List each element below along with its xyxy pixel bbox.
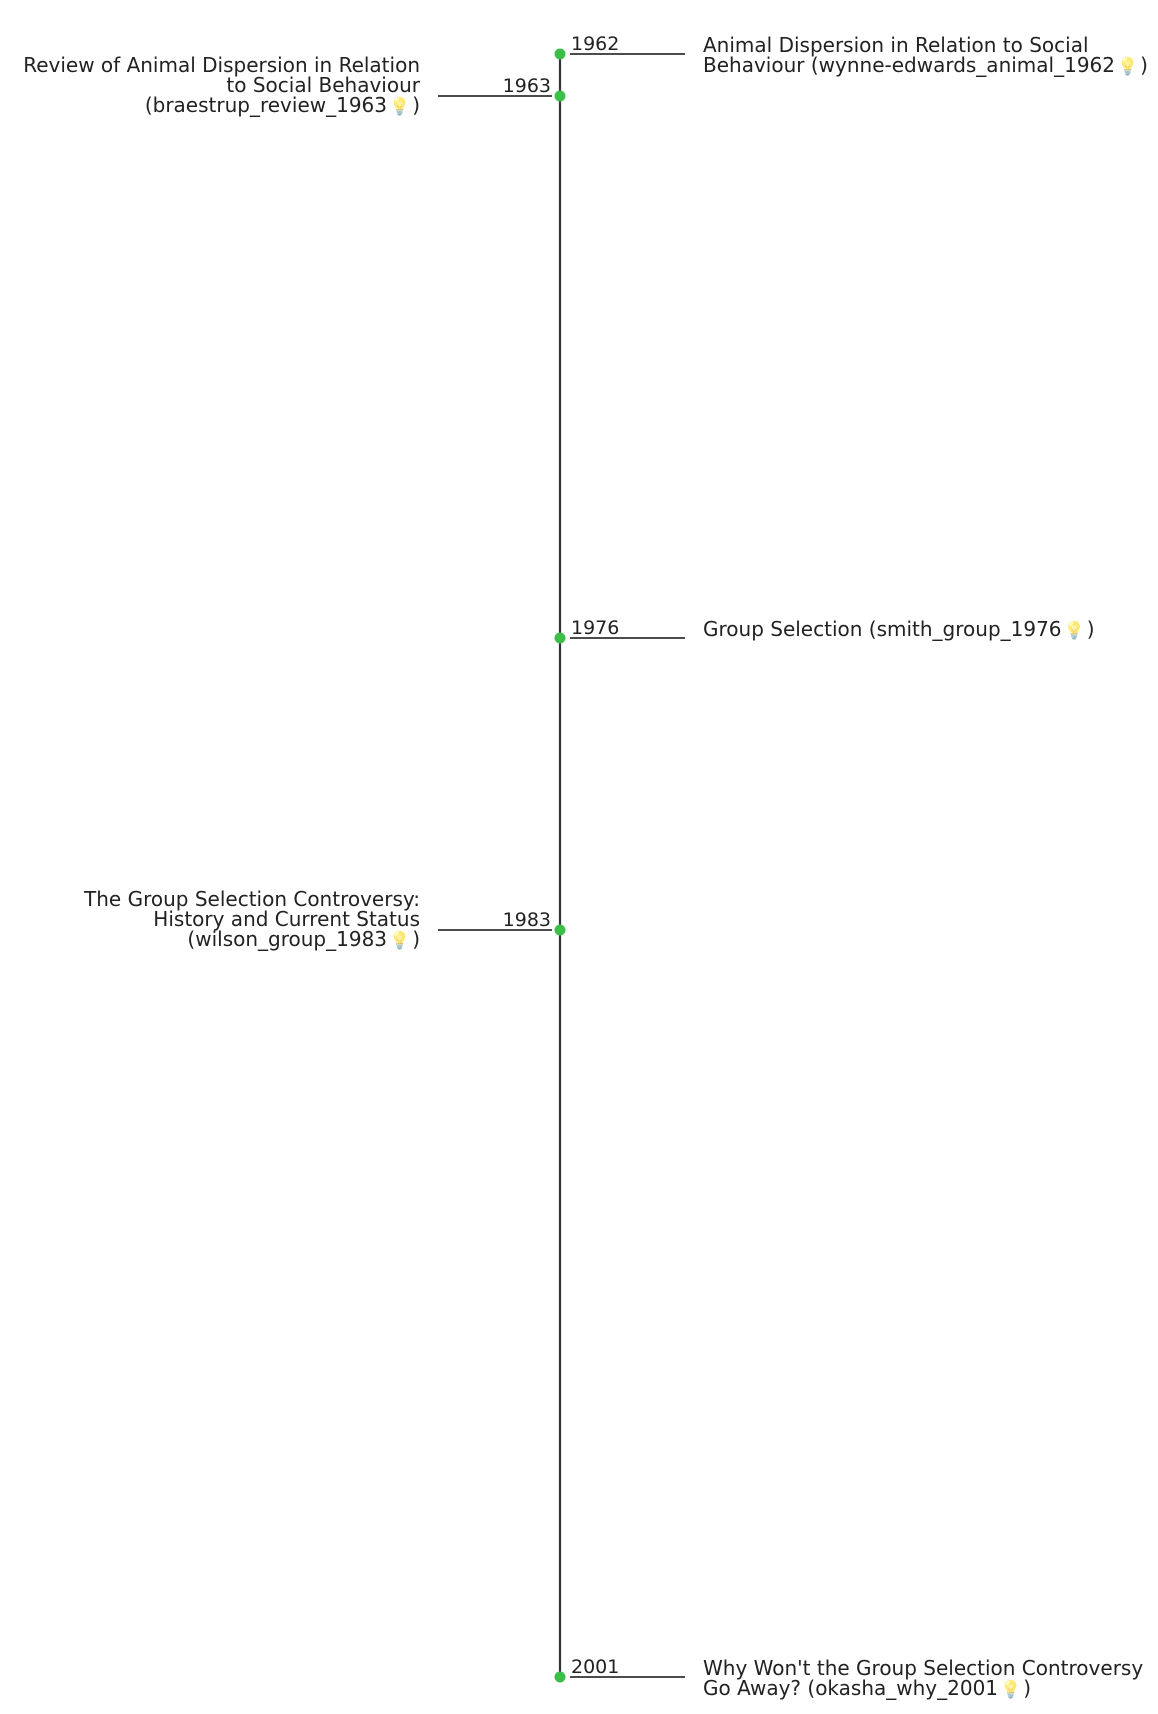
lightbulb-icon xyxy=(1000,1680,1021,1700)
event-title-line: Behaviour (wynne-edwards_animal_1962) xyxy=(703,55,1148,77)
event-title-closing: ) xyxy=(412,93,420,117)
event-year-1963: 1963 xyxy=(503,75,551,97)
event-dot-1976 xyxy=(554,632,566,644)
event-title-text: Group Selection (smith_group_1976 xyxy=(703,617,1062,641)
event-year-1962: 1962 xyxy=(571,33,619,55)
event-dot-1962 xyxy=(554,48,566,60)
event-title-closing: ) xyxy=(412,927,420,951)
event-title-text: (wilson_group_1983 xyxy=(187,927,388,951)
event-title-1976: Group Selection (smith_group_1976) xyxy=(703,619,1095,641)
event-title-line: Animal Dispersion in Relation to Social xyxy=(703,35,1148,55)
event-title-line: (braestrup_review_1963) xyxy=(23,95,420,117)
event-title-text: (braestrup_review_1963 xyxy=(144,93,388,117)
event-title-text: Why Won't the Group Selection Controvers… xyxy=(703,1656,1144,1680)
event-title-closing: ) xyxy=(1086,617,1095,641)
event-title-closing: ) xyxy=(1023,1676,1032,1700)
event-dot-1963 xyxy=(554,90,566,102)
event-title-line: The Group Selection Controversy: xyxy=(84,889,420,909)
event-title-line: Go Away? (okasha_why_2001) xyxy=(703,1678,1143,1700)
event-title-closing: ) xyxy=(1140,53,1148,77)
event-title-text: Animal Dispersion in Relation to Social xyxy=(703,33,1089,57)
event-title-2001: Why Won't the Group Selection Controvers… xyxy=(703,1658,1143,1700)
event-dot-1983 xyxy=(554,924,566,936)
event-title-1983: The Group Selection Controversy:History … xyxy=(84,889,420,951)
event-title-line: (wilson_group_1983) xyxy=(84,929,420,951)
lightbulb-icon xyxy=(389,931,410,951)
event-title-line: Group Selection (smith_group_1976) xyxy=(703,619,1095,641)
event-dot-2001 xyxy=(554,1671,566,1683)
event-title-line: Review of Animal Dispersion in Relation xyxy=(23,55,420,75)
event-year-1983: 1983 xyxy=(503,909,551,931)
event-year-1976: 1976 xyxy=(571,617,619,639)
event-title-line: Why Won't the Group Selection Controvers… xyxy=(703,1658,1143,1678)
event-title-text: History and Current Status xyxy=(153,907,420,931)
event-title-line: History and Current Status xyxy=(84,909,420,929)
event-title-text: Behaviour (wynne-edwards_animal_1962 xyxy=(703,53,1115,77)
event-title-text: to Social Behaviour xyxy=(226,73,420,97)
lightbulb-icon xyxy=(1117,57,1138,77)
event-title-text: Review of Animal Dispersion in Relation xyxy=(23,53,420,77)
event-title-text: Go Away? (okasha_why_2001 xyxy=(703,1676,999,1700)
event-title-line: to Social Behaviour xyxy=(23,75,420,95)
lightbulb-icon xyxy=(389,97,410,117)
lightbulb-icon xyxy=(1064,621,1085,641)
event-title-text: The Group Selection Controversy: xyxy=(84,887,420,911)
event-year-2001: 2001 xyxy=(571,1656,619,1678)
